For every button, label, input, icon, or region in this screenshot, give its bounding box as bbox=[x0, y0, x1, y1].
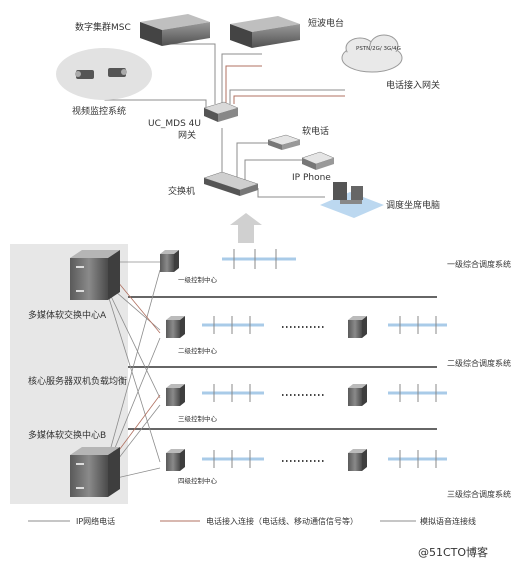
legend-ip: IP网络电话 bbox=[76, 516, 115, 526]
pstn-cloud-icon bbox=[341, 34, 403, 73]
center-b-label: 多媒体软交换中心B bbox=[28, 429, 106, 441]
gateway-label: 网关 bbox=[178, 129, 196, 141]
sys3-label: 三级综合调度系统 bbox=[447, 489, 511, 499]
pstn-label: PSTN/2G/ 3G/4G bbox=[356, 46, 401, 52]
switch-device-icon bbox=[203, 171, 259, 196]
msc-label: 数字集群MSC bbox=[75, 21, 131, 33]
ctrl3-label: 三级控制中心 bbox=[178, 414, 218, 423]
switch-label: 交换机 bbox=[168, 185, 195, 197]
ipphone-label: IP Phone bbox=[292, 173, 331, 183]
dispatch-pc-icon bbox=[320, 182, 384, 218]
video-cameras-icon bbox=[56, 48, 152, 100]
legend-analog: 模拟语音连接线 bbox=[420, 516, 476, 526]
ipphone-icon bbox=[301, 151, 335, 170]
sys1-label: 一级综合调度系统 bbox=[447, 259, 511, 269]
uc-mds-label: UC_MDS 4U bbox=[148, 119, 201, 129]
load-balance-label: 核心服务器双机负载均衡 bbox=[28, 375, 127, 387]
watermark: @51CTO博客 bbox=[418, 545, 488, 559]
ctrl-server-icons bbox=[160, 250, 367, 471]
sys2-label: 二级综合调度系统 bbox=[447, 358, 511, 368]
legend-phone: 电话接入连接（电话线、移动通信信号等） bbox=[206, 516, 358, 526]
up-arrow-icon bbox=[230, 213, 262, 243]
video-label: 视频监控系统 bbox=[72, 105, 126, 117]
level-separators bbox=[128, 296, 437, 430]
server-b-icon bbox=[70, 447, 120, 497]
shortwave-label: 短波电台 bbox=[308, 17, 344, 29]
ctrl2-label: 二级控制中心 bbox=[178, 346, 218, 355]
center-a-label: 多媒体软交换中心A bbox=[28, 309, 107, 321]
more-dots bbox=[282, 326, 325, 462]
gateway-device-icon bbox=[203, 101, 239, 122]
ctrl1-label: 一级控制中心 bbox=[178, 275, 218, 284]
msc-rack-icon bbox=[140, 14, 210, 46]
softphone-label: 软电话 bbox=[302, 125, 329, 137]
softphone-icon bbox=[267, 134, 301, 150]
shortwave-rack-icon bbox=[230, 16, 300, 48]
phone-gateway-label: 电话接入网关 bbox=[386, 79, 440, 91]
ctrl4-label: 四级控制中心 bbox=[178, 476, 218, 485]
server-a-icon bbox=[70, 250, 120, 300]
dispatch-pc-label: 调度坐席电脑 bbox=[386, 199, 440, 211]
